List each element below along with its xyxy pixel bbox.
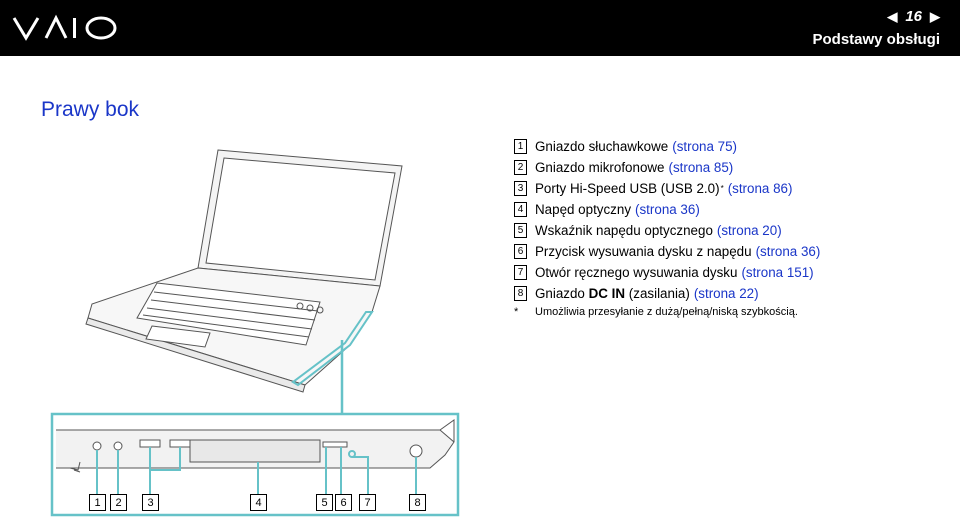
item-text: Wskaźnik napędu optycznego bbox=[535, 223, 713, 238]
item-text-before: Gniazdo bbox=[535, 286, 585, 301]
item-text: Gniazdo mikrofonowe bbox=[535, 160, 665, 175]
callout-2: 2 bbox=[110, 494, 127, 511]
callout-7: 7 bbox=[359, 494, 376, 511]
callout-3: 3 bbox=[142, 494, 159, 511]
footnote-mark: * bbox=[514, 306, 519, 318]
callout-6: 6 bbox=[335, 494, 352, 511]
item-number: 1 bbox=[514, 139, 527, 154]
component-list: 1 Gniazdo słuchawkowe (strona 75) 2 Gnia… bbox=[514, 136, 820, 304]
item-number: 8 bbox=[514, 286, 527, 301]
page-link[interactable]: (strona 36) bbox=[755, 244, 821, 259]
list-item: 1 Gniazdo słuchawkowe (strona 75) bbox=[514, 136, 820, 157]
header-bar: ◀ 16 ▶ Podstawy obsługi bbox=[0, 0, 960, 56]
page-title: Prawy bok bbox=[41, 98, 140, 121]
next-page-arrow-icon[interactable]: ▶ bbox=[930, 8, 940, 24]
list-item: 7 Otwór ręcznego wysuwania dysku (strona… bbox=[514, 262, 820, 283]
page-link[interactable]: (strona 36) bbox=[635, 202, 700, 217]
callout-5: 5 bbox=[316, 494, 333, 511]
page-link[interactable]: (strona 22) bbox=[693, 286, 759, 301]
item-text: Porty Hi-Speed USB (USB 2.0) bbox=[535, 181, 720, 196]
vaio-logo bbox=[12, 14, 117, 41]
footnote-mark: * bbox=[720, 184, 724, 193]
item-number: 7 bbox=[514, 265, 527, 280]
page-navigation: ◀ 16 ▶ bbox=[887, 8, 940, 25]
page-link[interactable]: (strona 85) bbox=[668, 160, 734, 175]
callout-1: 1 bbox=[89, 494, 106, 511]
item-text-bold: DC IN bbox=[588, 286, 626, 301]
item-text: Napęd optyczny bbox=[535, 202, 632, 217]
page-number: 16 bbox=[905, 8, 922, 25]
footnote-text: Umożliwia przesyłanie z dużą/pełną/niską… bbox=[535, 306, 798, 318]
page-link[interactable]: (strona 151) bbox=[741, 265, 814, 280]
item-text: Gniazdo słuchawkowe bbox=[535, 139, 669, 154]
list-item: 5 Wskaźnik napędu optycznego (strona 20) bbox=[514, 220, 820, 241]
list-item: 4 Napęd optyczny (strona 36) bbox=[514, 199, 820, 220]
page-link[interactable]: (strona 75) bbox=[672, 139, 737, 154]
list-item: 3 Porty Hi-Speed USB (USB 2.0)* (strona … bbox=[514, 178, 820, 199]
list-item: 6 Przycisk wysuwania dysku z napędu (str… bbox=[514, 241, 820, 262]
item-text: Przycisk wysuwania dysku z napędu bbox=[535, 244, 752, 259]
item-text-after: (zasilania) bbox=[628, 286, 690, 301]
callout-4: 4 bbox=[250, 494, 267, 511]
page-link[interactable]: (strona 20) bbox=[716, 223, 782, 238]
prev-page-arrow-icon[interactable]: ◀ bbox=[887, 8, 898, 24]
item-number: 6 bbox=[514, 244, 527, 259]
callout-8: 8 bbox=[409, 494, 426, 511]
item-number: 5 bbox=[514, 223, 527, 238]
list-item: 2 Gniazdo mikrofonowe (strona 85) bbox=[514, 157, 820, 178]
item-number: 4 bbox=[514, 202, 527, 217]
list-item: 8 Gniazdo DC IN (zasilania) (strona 22) bbox=[514, 283, 820, 304]
page-link[interactable]: (strona 86) bbox=[727, 181, 793, 196]
item-number: 2 bbox=[514, 160, 527, 175]
footnote: * Umożliwia przesyłanie z dużą/pełną/nis… bbox=[514, 306, 798, 318]
section-title: Podstawy obsługi bbox=[812, 31, 940, 48]
item-number: 3 bbox=[514, 181, 527, 196]
item-text: Otwór ręcznego wysuwania dysku bbox=[535, 265, 738, 280]
